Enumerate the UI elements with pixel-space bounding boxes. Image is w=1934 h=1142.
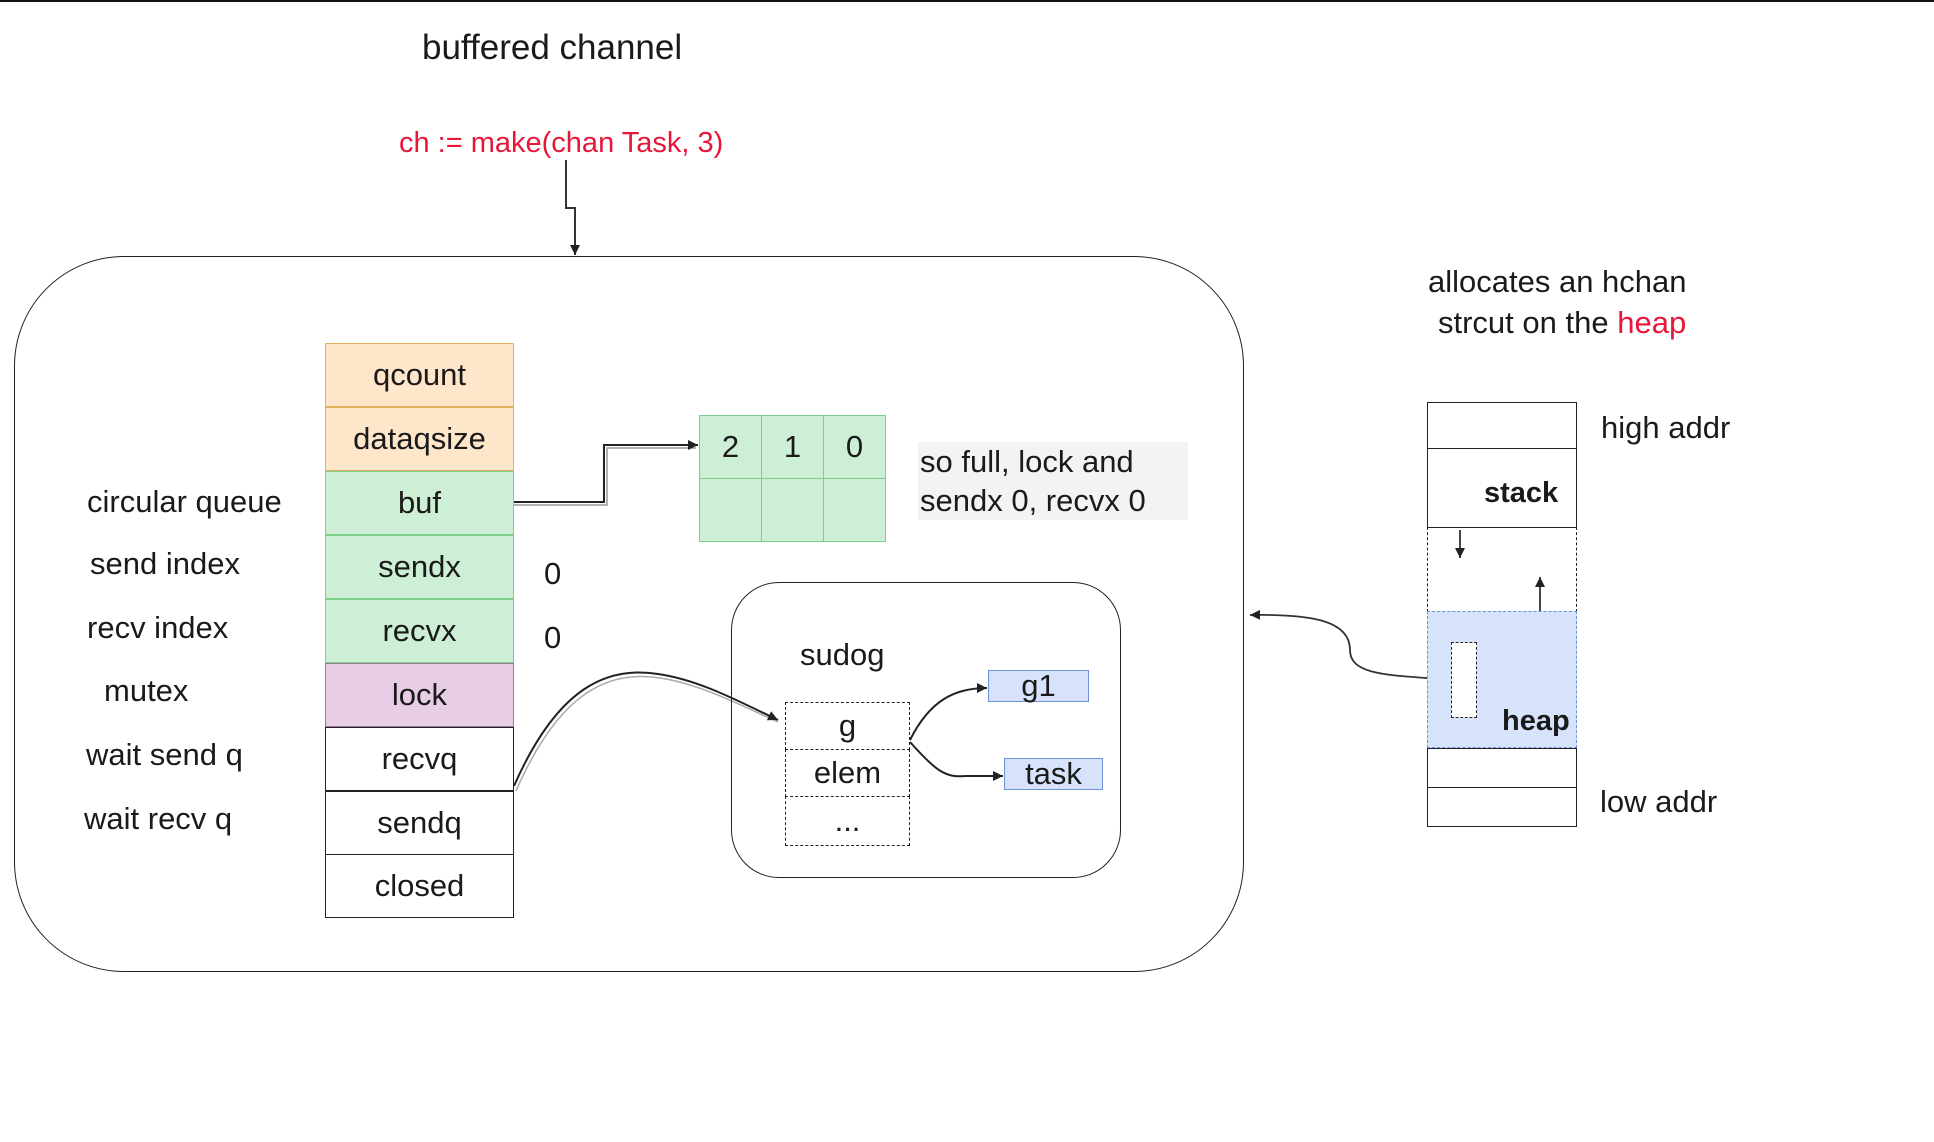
memory-bottom-cell xyxy=(1427,748,1577,788)
label-send-index: send index xyxy=(90,546,240,581)
label-wait-send-q: wait send q xyxy=(86,737,243,772)
memory-base-cell xyxy=(1427,787,1577,827)
field-closed: closed xyxy=(325,854,514,918)
heap-note-line1: allocates an hchan xyxy=(1428,264,1687,299)
heap-label: heap xyxy=(1502,705,1570,737)
memory-top-cell xyxy=(1427,402,1577,449)
make-channel-code: ch := make(chan Task, 3) xyxy=(399,127,724,159)
buffer-note xyxy=(918,442,1188,520)
buffer-note-line2: sendx 0, recvx 0 xyxy=(920,483,1146,518)
label-mutex: mutex xyxy=(104,673,189,708)
elem-to-task-arrow xyxy=(909,741,1003,781)
field-dataqsize: dataqsize xyxy=(325,407,514,471)
sudog-field-elem: elem xyxy=(785,749,910,797)
buffer-slot-lower xyxy=(699,478,762,542)
sudog-field-g: g xyxy=(785,702,910,750)
buf-to-array-arrow-shadow xyxy=(514,447,696,506)
label-wait-recv-q: wait recv q xyxy=(84,801,233,836)
buffer-slot-lower xyxy=(761,478,824,542)
recvx-value: 0 xyxy=(544,620,562,655)
field-lock: lock xyxy=(325,663,514,727)
top-border xyxy=(0,0,1934,2)
recvq-to-sudog-arrow xyxy=(513,671,779,787)
label-recv-index: recv index xyxy=(87,610,229,645)
field-recvq: recvq xyxy=(325,727,514,791)
g-to-g1-arrow xyxy=(909,683,988,741)
field-buf: buf xyxy=(325,471,514,535)
sudog-container xyxy=(731,582,1121,878)
hchan-pointer-box xyxy=(1451,642,1477,718)
field-sendq: sendq xyxy=(325,791,514,855)
buffer-slot-lower xyxy=(823,478,886,542)
buffer-note-line1: so full, lock and xyxy=(920,444,1134,479)
hchan-container xyxy=(14,256,1244,972)
sendx-value: 0 xyxy=(544,556,562,591)
buf-to-array-arrow xyxy=(514,440,698,503)
diagram-title: buffered channel xyxy=(422,28,683,67)
buffer-slot: 0 xyxy=(823,415,886,479)
field-recvx: recvx xyxy=(325,599,514,663)
high-addr-label: high addr xyxy=(1601,410,1731,445)
sudog-field-more: ... xyxy=(785,796,910,846)
buffer-slot: 1 xyxy=(761,415,824,479)
sudog-title: sudog xyxy=(800,637,885,672)
buffer-slot: 2 xyxy=(699,415,762,479)
field-qcount: qcount xyxy=(325,343,514,407)
stack-region xyxy=(1427,448,1577,528)
heap-to-hchan-arrow xyxy=(1249,609,1454,681)
low-addr-label: low addr xyxy=(1600,784,1718,819)
stack-label: stack xyxy=(1484,477,1559,509)
heap-note-line2: strcut on the heap xyxy=(1438,305,1686,341)
label-circular-queue: circular queue xyxy=(87,484,282,519)
field-sendx: sendx xyxy=(325,535,514,599)
heap-note-prefix: strcut on the xyxy=(1438,305,1618,340)
g1-box: g1 xyxy=(988,668,1089,703)
free-region xyxy=(1427,527,1577,612)
code-to-hchan-arrow xyxy=(565,160,580,255)
task-box: task xyxy=(1004,756,1103,791)
heap-note-highlight: heap xyxy=(1617,305,1687,340)
recvq-to-sudog-arrow-shadow xyxy=(515,675,779,792)
